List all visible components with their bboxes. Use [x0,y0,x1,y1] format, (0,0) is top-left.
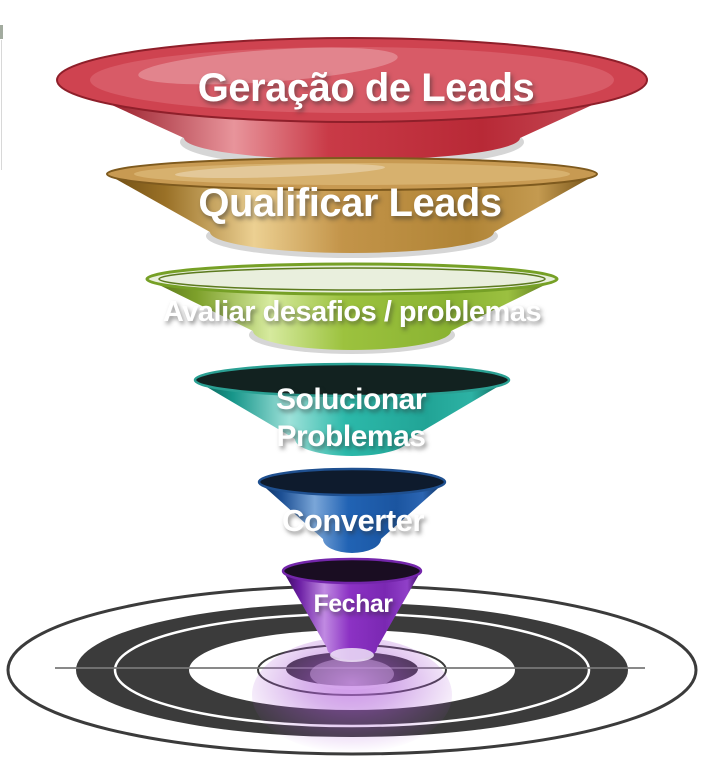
stage-label-avaliar-desafios: Avaliar desafios / problemas [162,296,542,328]
stage-top [193,362,511,398]
funnel-stage-fechar [281,557,423,662]
funnel-stage-qualificar-leads [106,157,598,258]
stage-label-geracao-de-leads: Geração de Leads [197,66,535,110]
stage-body [283,571,421,660]
funnel-stage-converter [257,467,447,553]
stage-body [107,174,597,253]
stage-body [57,80,647,160]
stage-body [259,482,445,553]
stage-label-solucionar-problemas: Solucionar Problemas [275,381,427,455]
stage-top-inner [158,267,546,291]
stage-body [195,380,509,456]
funnel-tip-glow-core [310,658,394,690]
stage-top-inner [90,47,614,113]
stage-tip-highlight [330,648,374,662]
funnel-stage-geracao-de-leads [56,37,648,168]
stage-top [281,557,423,585]
funnel-stage-avaliar-desafios [145,262,559,354]
stage-body [147,279,557,350]
stage-label-qualificar-leads: Qualificar Leads [198,181,502,225]
stage-top-inner [134,163,570,185]
stage-top-gloss [138,47,398,85]
image-edge-artifact [0,25,3,170]
stage-label-line2: Problemas [276,420,426,453]
stage-label-line1: Solucionar [275,383,427,416]
stage-top-gloss [175,163,385,179]
stage-top [257,467,447,497]
stage-top [145,262,559,296]
funnel-stage-solucionar-problemas [193,362,511,456]
stage-label-converter: Converter [282,503,424,538]
stage-label-fechar: Fechar [313,590,393,618]
